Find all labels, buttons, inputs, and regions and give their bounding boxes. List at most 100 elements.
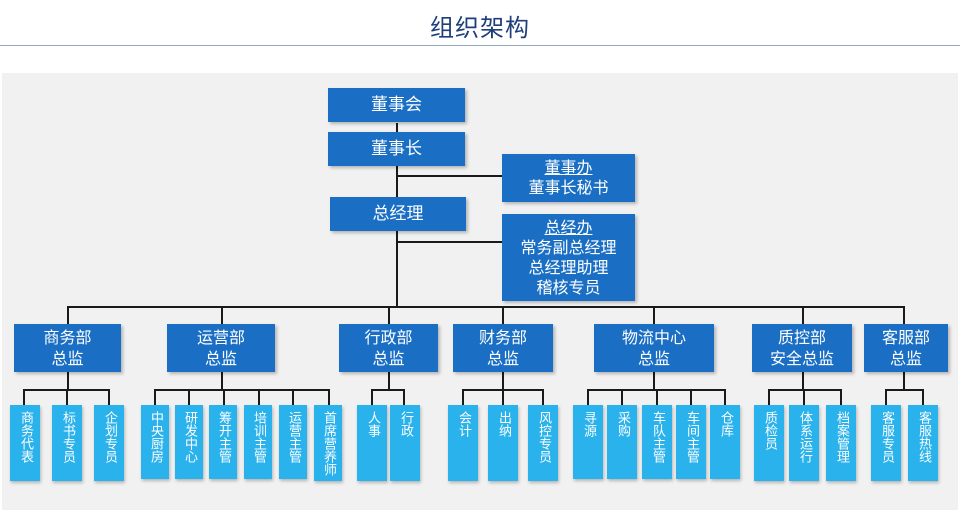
team-label: 出纳 <box>496 411 511 437</box>
team-label: 企划专员 <box>102 411 117 463</box>
chairman-box: 董事长 <box>328 132 465 166</box>
team-label: 采购 <box>615 411 630 437</box>
connector-leaf-drop <box>66 389 68 405</box>
team-label: 运营主管 <box>286 411 301 463</box>
team-box: 寻源 <box>573 405 603 479</box>
connector-leaf-bus <box>154 389 330 391</box>
connector-leaf-drop <box>502 389 504 405</box>
connector-leaf-drop <box>724 389 726 405</box>
team-label: 车队主管 <box>650 411 665 463</box>
board-office-box: 董事办 董事长秘书 <box>502 154 635 202</box>
connector-leaf-drop <box>328 389 330 405</box>
connector-leaf-drop <box>690 389 692 405</box>
team-box: 采购 <box>607 405 637 479</box>
connector-leaf-drop <box>803 389 805 405</box>
connector-leaf-bus <box>371 389 405 391</box>
connector-leaf-drop <box>223 389 225 405</box>
connector-leaf-drop <box>154 389 156 405</box>
department-box: 行政部 总监 <box>339 324 438 372</box>
connector-board-office <box>396 175 502 177</box>
department-role: 总监 <box>889 349 922 368</box>
team-box: 体系运行 <box>789 405 819 481</box>
team-box: 行政 <box>390 405 420 481</box>
department-role: 总监 <box>486 349 519 368</box>
connector-leaf-drop <box>462 389 464 405</box>
connector-dept-drop <box>221 306 223 324</box>
page-title: 组织架构 <box>430 14 530 42</box>
team-label: 档案管理 <box>834 411 849 463</box>
team-box: 客服热线 <box>908 405 938 481</box>
team-box: 首席营养师 <box>314 405 342 481</box>
connector-leaf-drop <box>258 389 260 405</box>
general-manager-label: 总经理 <box>372 204 424 224</box>
department-name: 客服部 <box>881 328 930 347</box>
team-label: 客服专员 <box>879 411 894 463</box>
team-box: 会计 <box>448 405 478 481</box>
department-name: 商务部 <box>43 328 92 347</box>
gm-office-box: 总经办 常务副总经理 总经理助理 稽核专员 <box>502 214 635 301</box>
team-box: 车间主管 <box>676 405 706 479</box>
connector-leaf-drop <box>292 389 294 405</box>
team-label: 行政 <box>398 411 413 437</box>
board-label: 董事会 <box>371 95 422 115</box>
connector-leaf-stem <box>221 372 223 390</box>
connector-leaf-drop <box>403 389 405 405</box>
connector-dept-drop <box>653 306 655 324</box>
team-label: 商务代表 <box>18 411 33 463</box>
department-role: 总监 <box>637 349 670 368</box>
connector-leaf-drop <box>885 389 887 405</box>
team-label: 研发中心 <box>182 411 197 463</box>
connector-dept-drop <box>67 306 69 324</box>
connector-leaf-stem <box>67 372 69 390</box>
connector-leaf-drop <box>371 389 373 405</box>
board-office-title: 董事办 <box>544 158 593 177</box>
team-box: 企划专员 <box>94 405 124 481</box>
title-divider <box>0 45 960 46</box>
team-label: 中央厨房 <box>148 411 163 463</box>
team-box: 出纳 <box>488 405 518 481</box>
department-name: 质控部 <box>777 328 826 347</box>
connector-dept-bus <box>67 306 905 308</box>
connector-leaf-drop <box>922 389 924 405</box>
connector-dept-drop <box>802 306 804 324</box>
connector-dept-drop <box>388 306 390 324</box>
gm-office-title: 总经办 <box>544 217 593 237</box>
department-box: 运营部 总监 <box>167 324 275 372</box>
team-label: 寻源 <box>581 411 596 437</box>
team-label: 筹开主管 <box>216 411 231 463</box>
team-box: 质检员 <box>754 405 784 481</box>
department-box: 财务部 总监 <box>453 324 553 372</box>
department-name: 财务部 <box>478 328 527 347</box>
team-label: 标书专员 <box>60 411 75 463</box>
connector-leaf-stem <box>502 372 504 390</box>
team-box: 人事 <box>357 405 387 481</box>
team-box: 筹开主管 <box>209 405 237 479</box>
connector-leaf-drop <box>23 389 25 405</box>
connector-leaf-drop <box>656 389 658 405</box>
department-box: 质控部 安全总监 <box>752 324 852 372</box>
team-box: 商务代表 <box>10 405 40 481</box>
department-name: 运营部 <box>196 328 245 347</box>
connector-leaf-stem <box>388 372 390 390</box>
team-box: 车队主管 <box>642 405 672 479</box>
connector-dept-drop <box>502 306 504 324</box>
chairman-label: 董事长 <box>371 139 422 159</box>
department-name: 行政部 <box>364 328 413 347</box>
connector-dept-drop <box>903 306 905 324</box>
department-box: 物流中心 总监 <box>594 324 714 372</box>
connector-leaf-stem <box>802 372 804 390</box>
connector-leaf-drop <box>840 389 842 405</box>
org-chart: 董事会 董事长 总经理 董事办 董事长秘书 总经办 常务副总经理 总经理助理 稽… <box>2 73 958 510</box>
team-box: 中央厨房 <box>141 405 169 479</box>
team-box: 研发中心 <box>175 405 203 479</box>
board-box: 董事会 <box>328 88 465 122</box>
team-box: 客服专员 <box>871 405 901 481</box>
department-box: 商务部 总监 <box>14 324 121 372</box>
connector-leaf-bus <box>885 389 924 391</box>
connector-leaf-stem <box>653 372 655 390</box>
team-label: 首席营养师 <box>321 411 336 476</box>
gm-office-line: 总经理助理 <box>528 257 609 277</box>
team-label: 培训主管 <box>251 411 266 463</box>
gm-office-line: 稽核专员 <box>536 277 601 297</box>
team-box: 标书专员 <box>52 405 82 481</box>
